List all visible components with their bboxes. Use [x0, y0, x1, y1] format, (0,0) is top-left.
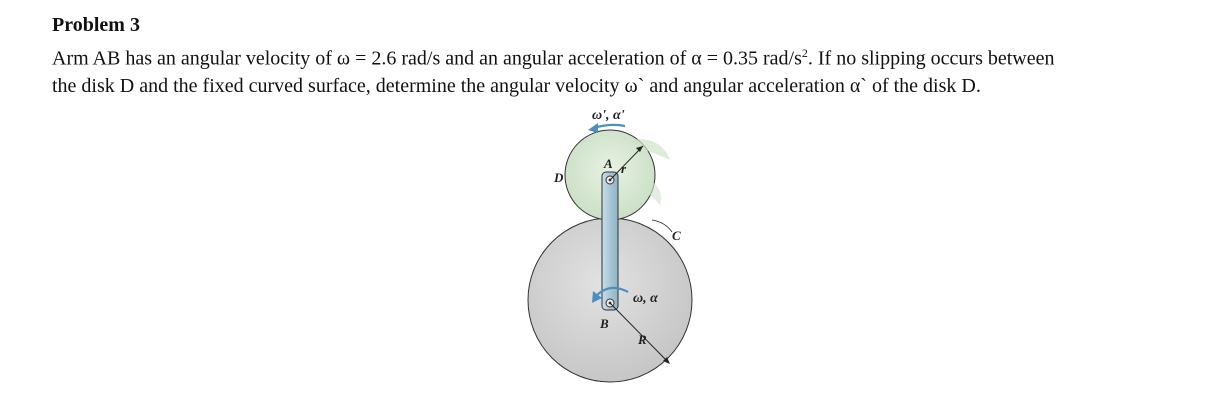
radius-r-arrowhead — [636, 146, 643, 152]
label-R: R — [637, 332, 647, 347]
omega-prime-arrow — [593, 123, 626, 130]
statement-superscript: 2 — [801, 46, 808, 60]
statement-line-1: Arm AB has an angular velocity of ω = 2.… — [52, 40, 1202, 73]
mechanism-figure: ω', α' D A r C ω, α B R — [510, 110, 730, 410]
problem-statement: Arm AB has an angular velocity of ω = 2.… — [52, 40, 1202, 100]
label-A: A — [603, 156, 613, 171]
statement-line-1-main: Arm AB has an angular velocity of ω = 2.… — [52, 47, 802, 70]
radius-R-arrowhead — [663, 357, 670, 364]
small-disk-motion-blur — [630, 139, 670, 160]
statement-line-1-end: . If no slipping occurs between — [807, 47, 1055, 70]
problem-heading: Problem 3 — [52, 14, 140, 36]
omega-arrow — [595, 286, 629, 297]
statement-line-2: the disk D and the fixed curved surface,… — [52, 74, 981, 97]
label-r: r — [621, 161, 627, 176]
omega-prime-arrowhead — [588, 123, 598, 133]
small-disk-motion-blur-2 — [642, 180, 662, 205]
radius-r-line — [609, 145, 644, 181]
radius-R-line — [609, 302, 670, 364]
mechanism-diagram: ω', α' D A r C ω, α B R — [527, 110, 693, 383]
label-C: C — [672, 228, 681, 243]
leader-C — [651, 219, 673, 233]
omega-arrowhead — [592, 291, 602, 303]
arm-AB — [601, 171, 619, 311]
label-omega-alpha-prime: ω', α' — [592, 110, 625, 123]
label-D: D — [553, 170, 564, 185]
label-B: B — [599, 316, 609, 331]
label-omega-alpha: ω, α — [633, 291, 658, 306]
